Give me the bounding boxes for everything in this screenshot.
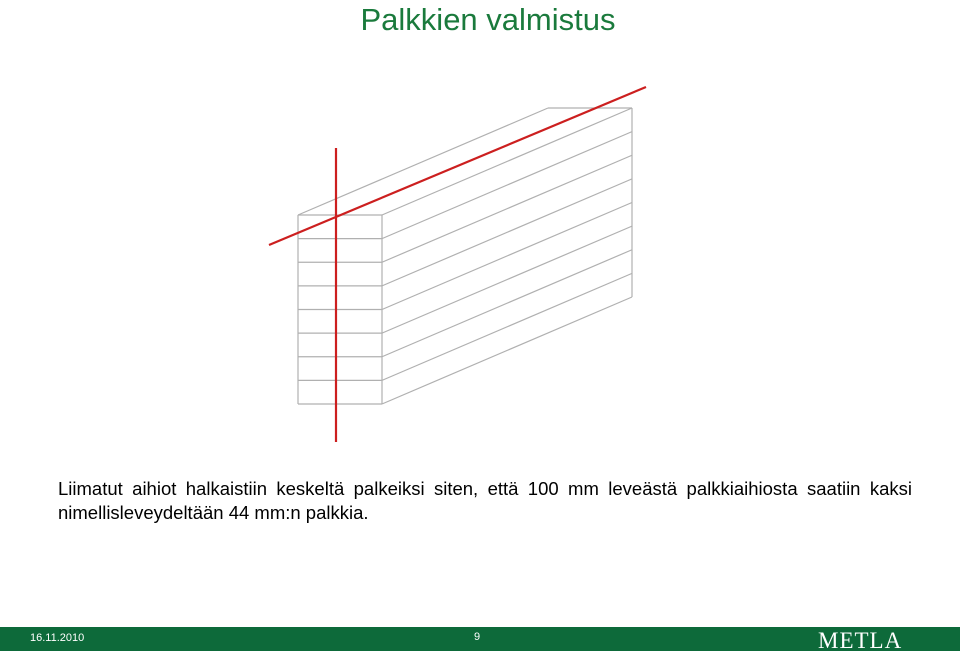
lamella-side-line	[381, 225, 633, 334]
metla-logo: METLA	[818, 628, 903, 653]
longitudinal-cut-line	[268, 85, 647, 247]
top-face-edge	[297, 107, 549, 216]
lamella-side-line	[381, 154, 633, 263]
lamella-side-line	[381, 249, 633, 358]
footer-date: 16.11.2010	[30, 632, 85, 644]
slide-title: Palkkien valmistus	[360, 2, 616, 37]
lamella-side-line	[381, 107, 633, 216]
lamella-side-line	[381, 131, 633, 240]
lamella-side-line	[381, 296, 633, 405]
lamella-side-line	[381, 178, 633, 287]
slide-body-text: Liimatut aihiot halkaistiin keskeltä pal…	[58, 478, 912, 523]
lamella-side-line	[381, 272, 633, 381]
page-number: 9	[474, 631, 481, 643]
laminated-blank-drawing	[297, 107, 633, 405]
footer-bar: 16.11.2010 9 METLA	[0, 627, 960, 653]
lamella-side-line	[381, 201, 633, 311]
